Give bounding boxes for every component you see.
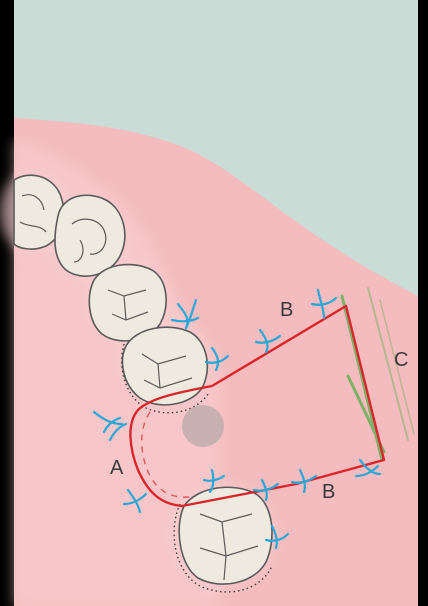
label-b-lower: B (322, 481, 335, 503)
pale-spot (182, 405, 224, 447)
label-c: C (394, 349, 408, 371)
tooth-2 (55, 195, 125, 276)
label-a: A (110, 457, 124, 479)
label-b-upper: B (280, 299, 293, 321)
